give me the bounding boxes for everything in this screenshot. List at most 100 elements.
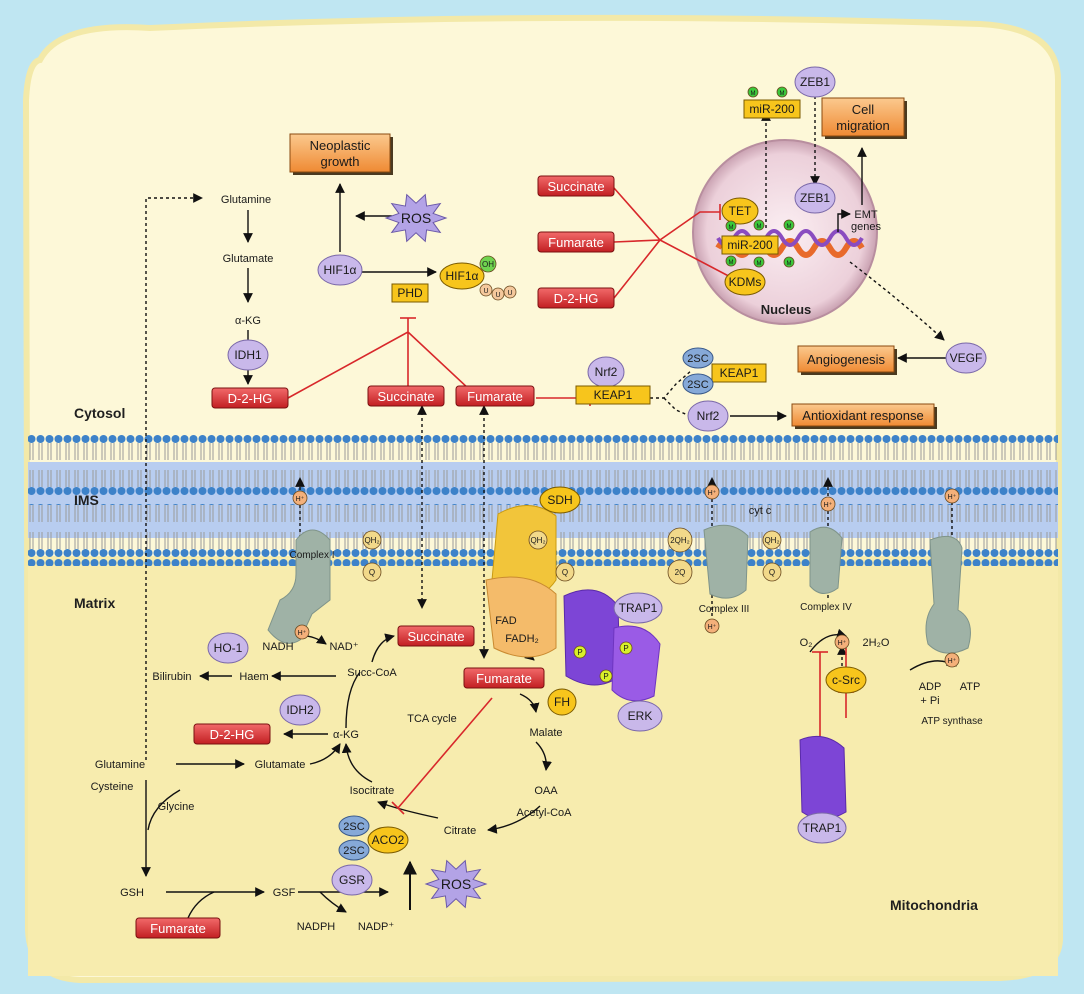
ubiquitin-1: U (479, 283, 493, 297)
two-sc-aco2-lower-label: 2SC (343, 845, 364, 857)
proton-4: H⁺ (944, 488, 960, 504)
trap1-protein-upper: TRAP1 (613, 592, 663, 624)
methyl-mark-1-label: M (751, 91, 756, 97)
mitochondria-label: Mitochondria (890, 897, 978, 913)
metabolite-bilirubin-5: Bilirubin (152, 671, 191, 683)
nrf2-protein-free-label: Nrf2 (697, 409, 720, 423)
ros-star-matrix: ROS (424, 859, 488, 909)
proton-5: H⁺ (294, 624, 310, 640)
metabolite-fadh2-24: FADH₂ (505, 633, 539, 645)
fumarate-box-cytosol-label: Fumarate (467, 389, 523, 404)
proton-2: H⁺ (704, 484, 720, 500)
ubiquitin-3: U (503, 285, 517, 299)
methyl-mark-7-label: M (757, 261, 762, 267)
metabolite-gsf-18: GSF (273, 887, 296, 899)
proton-4-label: H⁺ (948, 494, 957, 501)
nrf2-protein-free: Nrf2 (687, 400, 729, 432)
metabolite-glycine-16: Glycine (158, 801, 195, 813)
metabolite-akg-6: α-KG (333, 729, 359, 741)
succinate-box-matrix-label: Succinate (407, 629, 464, 644)
metabolite-citrate-8: Citrate (444, 825, 476, 837)
metabolite-cyt_c-32: cyt c (749, 505, 772, 517)
antioxidant-response-box: Antioxidant response (791, 403, 937, 429)
zeb1-protein-cytosol-label: ZEB1 (800, 75, 830, 89)
fumarate-box-matrix: Fumarate (463, 667, 545, 689)
phospho-mark-2-label: P (623, 644, 628, 653)
kdms-enzyme: KDMs (724, 268, 766, 296)
metabolite-fad-23: FAD (495, 615, 516, 627)
proton-7: H⁺ (834, 634, 850, 650)
d2hg-box-nucleus-label: D-2-HG (554, 291, 599, 306)
methyl-mark-2-label: M (780, 91, 785, 97)
keap1-box-bound: KEAP1 (575, 385, 651, 405)
fumarate-box-matrix-label: Fumarate (476, 671, 532, 686)
cell-migration-box-label: migration (836, 118, 889, 133)
metabolite-haem-4: Haem (239, 671, 268, 683)
methyl-mark-1: M (747, 86, 759, 98)
d2hg-box-cytosol-label: D-2-HG (228, 391, 273, 406)
nucleus-label: Nucleus (761, 302, 812, 317)
erk-protein: ERK (617, 700, 663, 732)
oh-group: OH (479, 255, 497, 273)
proton-8-label: H⁺ (948, 658, 957, 665)
two-sc-upper: 2SC (682, 347, 714, 369)
angiogenesis-box-label: Angiogenesis (807, 352, 886, 367)
phospho-mark-1-label: P (577, 648, 582, 657)
metabolite-nad-22: NAD⁺ (329, 641, 358, 653)
proton-5-label: H⁺ (298, 630, 307, 637)
quinone-4: Q (555, 562, 575, 582)
succinate-box-nucleus: Succinate (537, 175, 615, 197)
quinone-7-label: QH₂ (764, 536, 779, 545)
quinone-4-label: Q (562, 568, 568, 577)
keap1-box-2sc: KEAP1 (711, 363, 767, 383)
zeb1-protein-nucleus-label: ZEB1 (800, 191, 830, 205)
proton-6: H⁺ (704, 618, 720, 634)
proton-1-label: H⁺ (296, 496, 305, 503)
two-sc-aco2-upper-label: 2SC (343, 821, 364, 833)
phospho-mark-2: P (619, 641, 633, 655)
quinone-3: QH₂ (528, 530, 548, 550)
inhibition-lines (287, 187, 854, 815)
quinone-8-label: Q (769, 568, 775, 577)
idh2-protein: IDH2 (279, 694, 321, 726)
atp-synthase-label: ATP synthase (921, 716, 983, 727)
neoplastic-growth-box-label: growth (320, 154, 359, 169)
aco2-enzyme-label: ACO2 (372, 833, 405, 847)
methyl-mark-4-label: M (757, 224, 762, 230)
methyl-mark-5: M (783, 219, 795, 231)
metabolite-acetyl_coa-11: Acetyl-CoA (516, 807, 572, 819)
metabolite-isocitrate-7: Isocitrate (350, 785, 395, 797)
mir200-box-nucleus: miR-200 (721, 235, 779, 255)
metabolite-akg-2: α-KG (235, 315, 261, 327)
erk-protein-label: ERK (628, 709, 653, 723)
zeb1-protein-cytosol: ZEB1 (794, 66, 836, 98)
metabolite-nadph-19: NADPH (297, 921, 336, 933)
ims-label: IMS (74, 492, 99, 508)
metabolite-pi-28: + Pi (920, 695, 939, 707)
quinone-2: Q (362, 562, 382, 582)
two-sc-lower-label: 2SC (687, 379, 708, 391)
ubiquitin-1-label: U (483, 288, 488, 295)
two-sc-aco2-lower: 2SC (338, 839, 370, 861)
ubiquitin-2: U (491, 287, 505, 301)
quinone-5: 2QH₂ (667, 527, 693, 553)
mir200-box-cytosol: miR-200 (743, 99, 801, 119)
two-sc-upper-label: 2SC (687, 353, 708, 365)
methyl-mark-2: M (776, 86, 788, 98)
proton-1: H⁺ (292, 490, 308, 506)
c-src-enzyme-label: c-Src (832, 673, 860, 687)
phd-box: PHD (391, 283, 429, 303)
nrf2-protein-bound-label: Nrf2 (595, 365, 618, 379)
quinone-1-label: QH₂ (364, 536, 379, 545)
ros-star-cytosol: ROS (384, 193, 448, 243)
gsr-protein-label: GSR (339, 873, 365, 887)
mir200-box-nucleus-label: miR-200 (727, 238, 773, 252)
metabolite-gsh-17: GSH (120, 887, 144, 899)
sdh-enzyme: SDH (539, 486, 581, 514)
metabolite-adp-27: ADP (919, 681, 942, 693)
fumarate-box-nucleus: Fumarate (537, 231, 615, 253)
keap1-box-2sc-label: KEAP1 (720, 366, 759, 380)
metabolite-atp-29: ATP (960, 681, 981, 693)
